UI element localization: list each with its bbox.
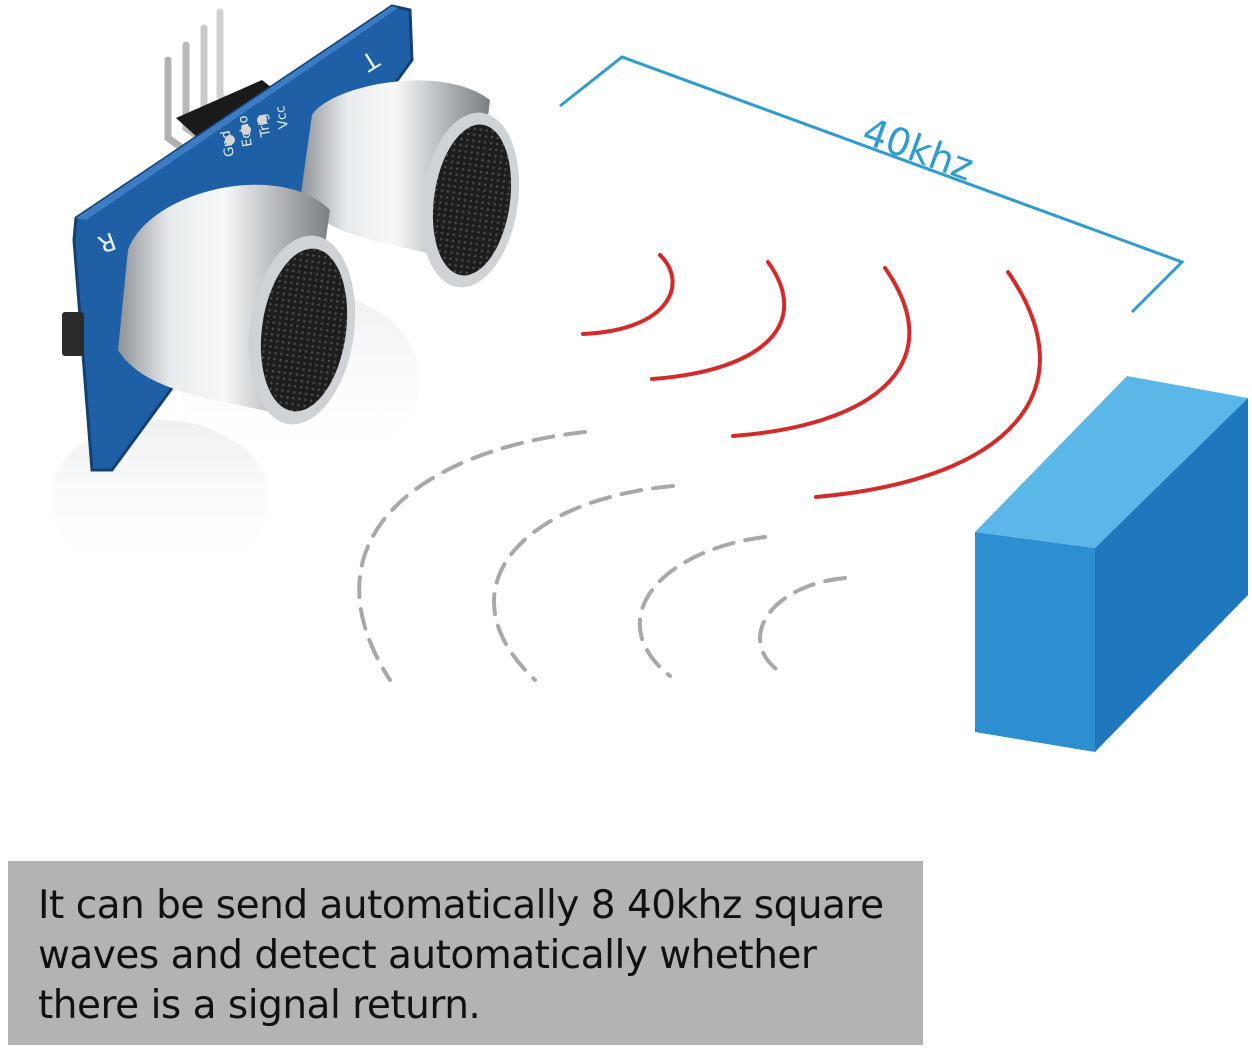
- caption-box: It can be send automatically 8 40khz squ…: [8, 861, 923, 1045]
- echo-wave-2: [492, 484, 675, 682]
- obstacle-block: [975, 376, 1248, 752]
- transmitter-can: [300, 80, 520, 288]
- frequency-label: 40khz: [857, 109, 980, 189]
- crystal-component: [62, 312, 84, 356]
- caption-text: It can be send automatically 8 40khz squ…: [38, 883, 884, 1028]
- ultrasonic-sensor-module: T R Vcc Trig Echo Gnd: [62, 4, 520, 472]
- frequency-measure-bracket: [559, 55, 1185, 314]
- emitted-wave-3: [731, 266, 912, 438]
- echo-wave-4: [758, 576, 847, 674]
- emitted-wave-1: [581, 253, 675, 336]
- echo-wave-3: [637, 535, 767, 678]
- pin-labels: Vcc Trig Echo Gnd: [219, 104, 292, 157]
- obstacle-top: [975, 376, 1248, 548]
- emitted-wave-2: [650, 260, 787, 381]
- emitted-wave-4: [814, 270, 1042, 499]
- receiver-can: [118, 184, 356, 425]
- obstacle-side: [1095, 398, 1248, 752]
- pin-label-vcc: Vcc: [273, 104, 292, 129]
- echo-waves: [357, 430, 847, 682]
- obstacle-front: [975, 532, 1095, 752]
- header-pins: [164, 8, 282, 152]
- emitted-waves: [581, 253, 1042, 499]
- echo-wave-1: [357, 430, 587, 682]
